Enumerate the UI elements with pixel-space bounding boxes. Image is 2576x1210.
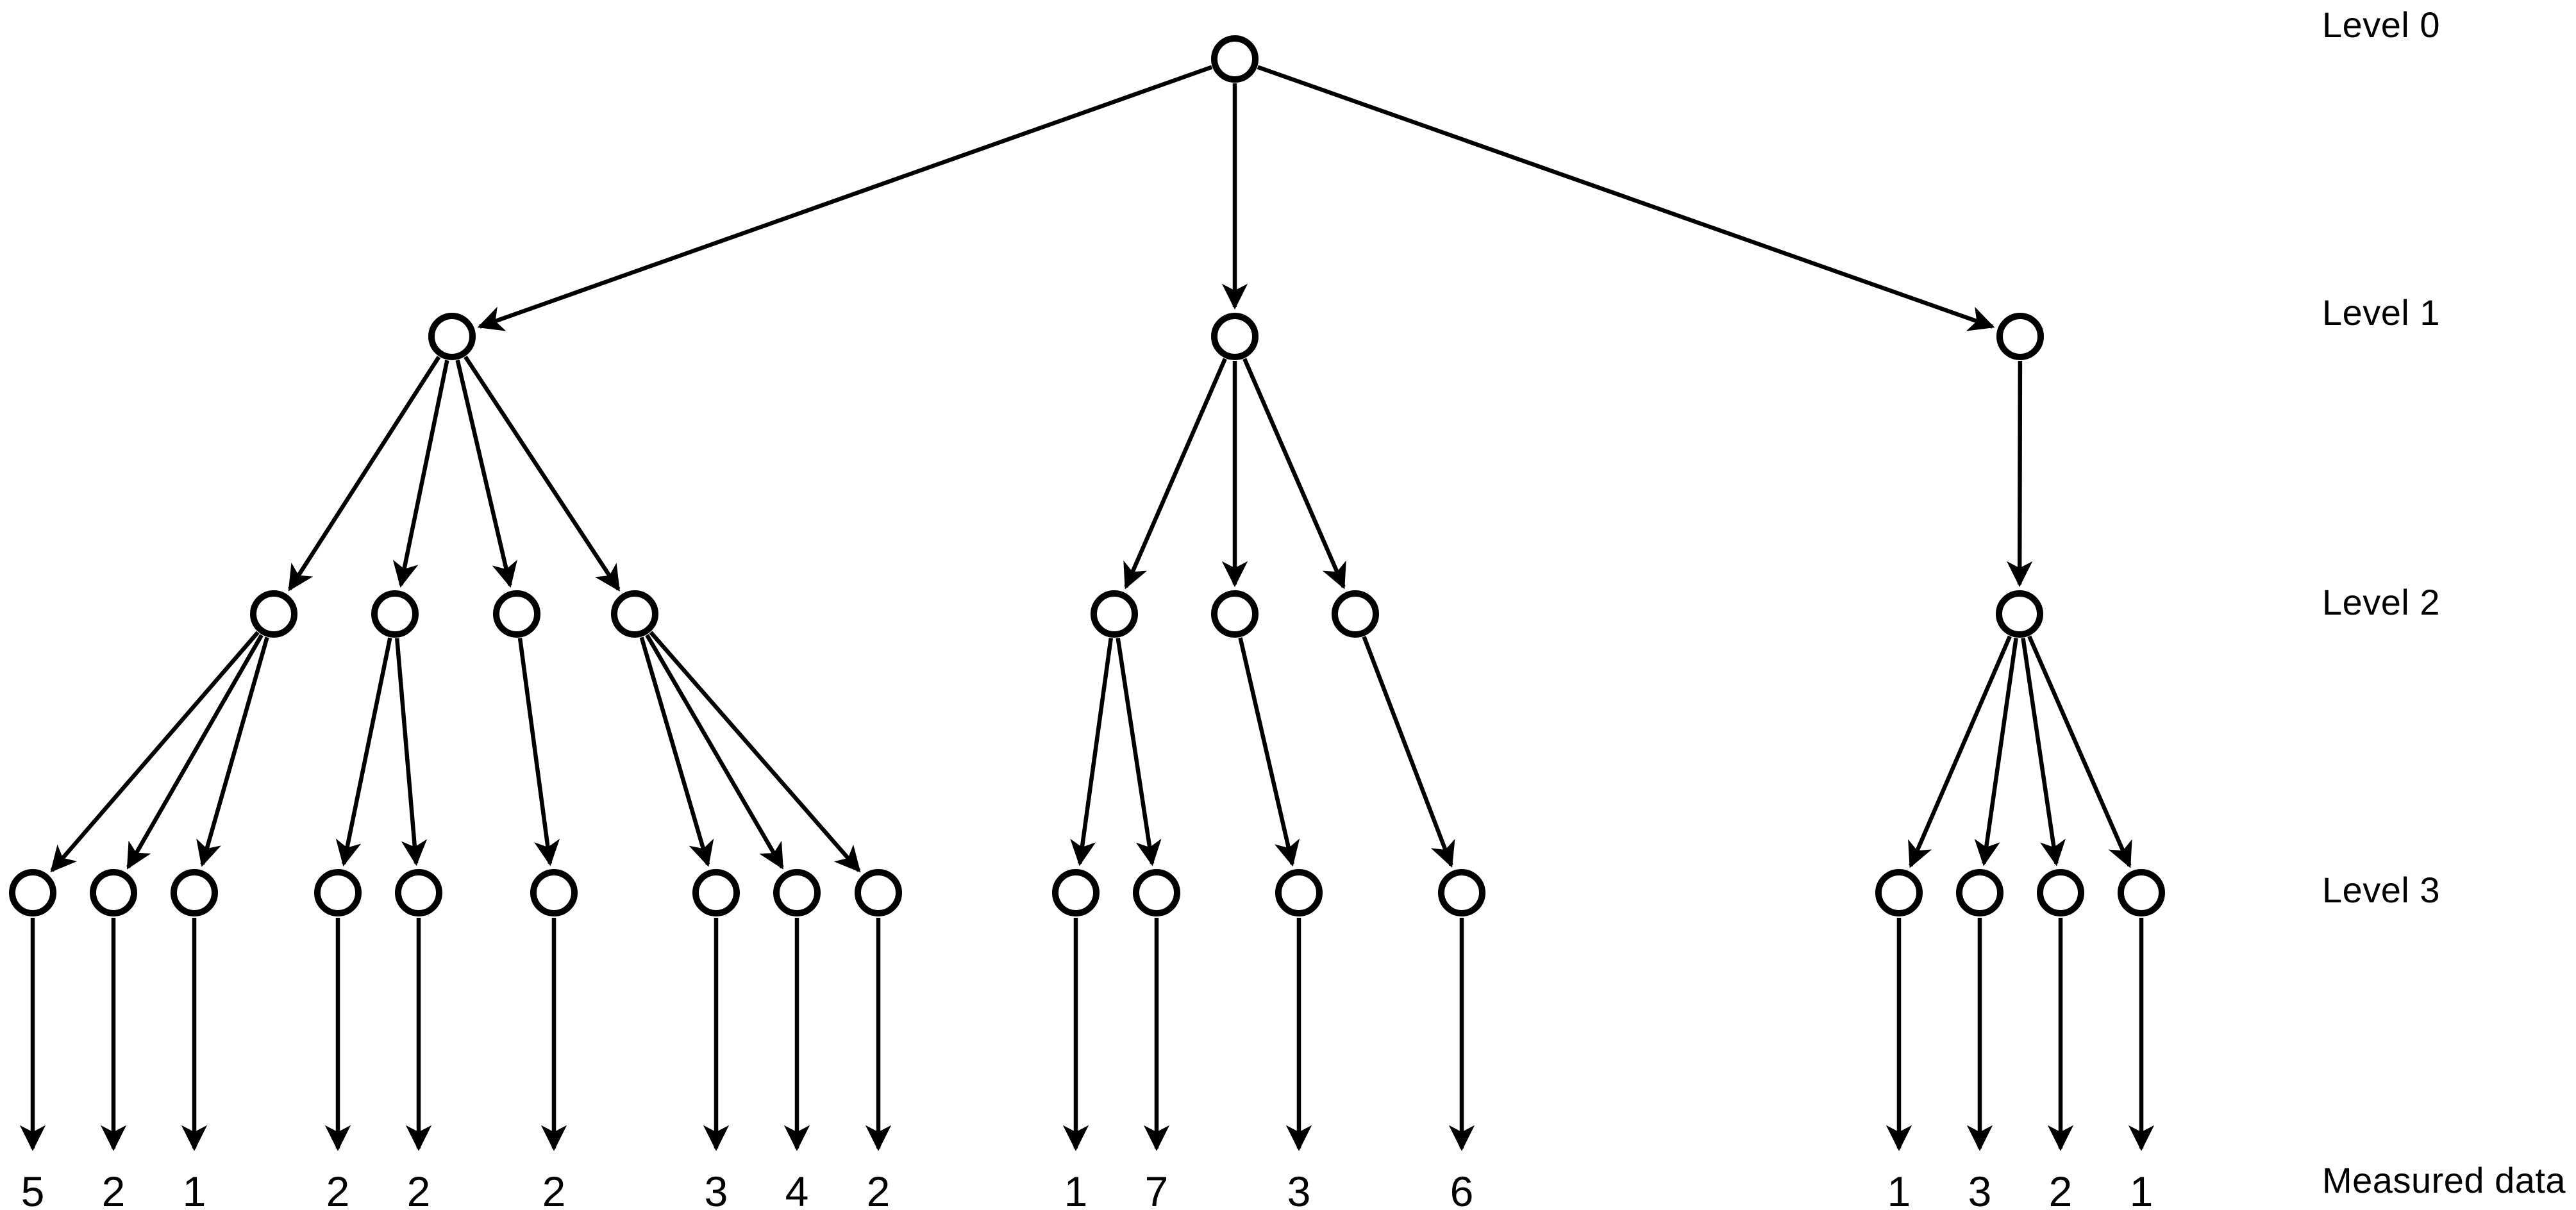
measured-value-14: 1 <box>1887 1168 1911 1210</box>
tree-node-l2a-level-2 <box>250 590 297 638</box>
tree-edge-l2f-l3l <box>1238 637 1300 867</box>
measured-value-4: 2 <box>326 1168 350 1210</box>
tree-edge-l1a-l2c <box>455 360 517 588</box>
tree-nodes <box>9 35 2165 916</box>
measured-value-12: 3 <box>1287 1168 1311 1210</box>
tree-edge-l2h-l3o <box>1974 638 2018 866</box>
tree-node-l1c-level-1 <box>1996 313 2044 360</box>
tree-edge-l2h-l3q <box>2027 635 2132 868</box>
tree-edge-l2h-l3n <box>1908 635 2012 868</box>
tree-edge-l2a-l3b <box>126 634 263 870</box>
tree-node-l2b-level-2 <box>371 590 419 638</box>
tree-node-l1b-level-1 <box>1211 313 1259 360</box>
measured-value-15: 3 <box>1968 1168 1992 1210</box>
tree-node-l3l-level-3 <box>1275 869 1323 916</box>
tree-node-l3c-level-3 <box>171 869 218 916</box>
measured-value-5: 2 <box>407 1168 431 1210</box>
tree-edge-root-l1c <box>1257 65 1995 331</box>
tree-edge-l2b-l3e <box>394 638 428 866</box>
measured-value-17: 1 <box>2130 1168 2154 1210</box>
measured-data-arrows <box>19 918 2155 1152</box>
level-labels: Level 0 Level 1 Level 2 Level 3 Measured… <box>2322 4 2566 1200</box>
tree-node-l2c-level-2 <box>493 590 540 638</box>
level-3-label: Level 3 <box>2322 870 2440 910</box>
measured-value-2: 2 <box>102 1168 126 1210</box>
tree-node-l3n-level-3 <box>1875 869 1923 916</box>
measured-value-11: 7 <box>1145 1168 1169 1210</box>
measured-value-9: 2 <box>867 1168 891 1210</box>
tree-edge-l1b-l2e <box>1123 358 1227 590</box>
tree-node-l3p-level-3 <box>2037 869 2084 916</box>
tree-node-l2f-level-2 <box>1211 590 1259 638</box>
tree-node-l3b-level-3 <box>90 869 137 916</box>
measured-value-10: 1 <box>1064 1168 1088 1210</box>
level-0-label: Level 0 <box>2322 4 2440 45</box>
tree-node-l3q-level-3 <box>2118 869 2165 916</box>
measured-value-13: 6 <box>1450 1168 1474 1210</box>
tree-node-l3e-level-3 <box>395 869 442 916</box>
tree-edge-l1b-l2g <box>1242 358 1346 590</box>
measured-value-3: 1 <box>183 1168 206 1210</box>
measured-data-label: Measured data <box>2322 1160 2566 1200</box>
tree-edge-l2d-l3h <box>645 634 784 870</box>
tree-node-l3o-level-3 <box>1956 869 2003 916</box>
measured-value-1: 5 <box>21 1168 45 1210</box>
tree-node-l2g-level-2 <box>1332 590 1379 638</box>
tree-node-l3f-level-3 <box>530 869 578 916</box>
tree-edge-l2h-l3p <box>2021 638 2066 866</box>
tree-edge-l2b-l3d <box>335 637 392 866</box>
tree-edge-l1a-l2d <box>464 355 621 592</box>
measured-value-7: 3 <box>705 1168 728 1210</box>
level-2-label: Level 2 <box>2322 582 2440 622</box>
tree-node-l3j-level-3 <box>1052 869 1100 916</box>
tree-edge-l2e-l3k <box>1116 638 1162 866</box>
tree-node-l1a-level-1 <box>428 313 476 360</box>
tree-node-l3g-level-3 <box>692 869 740 916</box>
tree-edge-l2d-l3i <box>649 631 861 873</box>
measured-value-16: 2 <box>2049 1168 2073 1210</box>
measured-value-6: 2 <box>542 1168 566 1210</box>
tree-node-l2d-level-2 <box>611 590 658 638</box>
tree-edge-l2g-l3m <box>1362 636 1455 868</box>
level-1-label: Level 1 <box>2322 292 2440 333</box>
tree-edge-l2a-l3c <box>196 636 269 867</box>
tree-edge-l2d-l3g <box>639 636 714 867</box>
tree-node-l2h-level-2 <box>1996 590 2043 638</box>
tree-edge-root-l1a <box>477 65 1213 331</box>
tree-node-l3h-level-3 <box>773 869 821 916</box>
tree-node-l3a-level-3 <box>9 869 56 916</box>
measured-data-values: 5 2 1 2 2 2 3 4 2 1 7 3 6 1 3 2 1 <box>21 1168 2154 1210</box>
tree-node-l2e-level-2 <box>1091 590 1138 638</box>
measured-value-8: 4 <box>785 1168 809 1210</box>
tree-edge-l1a-l2b <box>392 360 449 588</box>
tree-node-root-level-0 <box>1211 35 1259 83</box>
tree-node-l3k-level-3 <box>1133 869 1180 916</box>
tree-node-l3i-level-3 <box>855 869 902 916</box>
tree-edge-l2c-l3f <box>517 638 560 866</box>
tree-node-l3d-level-3 <box>314 869 362 916</box>
tree-edge-l1a-l2a <box>288 356 441 592</box>
tree-edge-l2a-l3a <box>50 631 260 873</box>
tree-edges <box>50 65 2132 873</box>
tree-node-l3m-level-3 <box>1438 869 1485 916</box>
tree-edge-l2e-l3j <box>1070 638 1114 866</box>
